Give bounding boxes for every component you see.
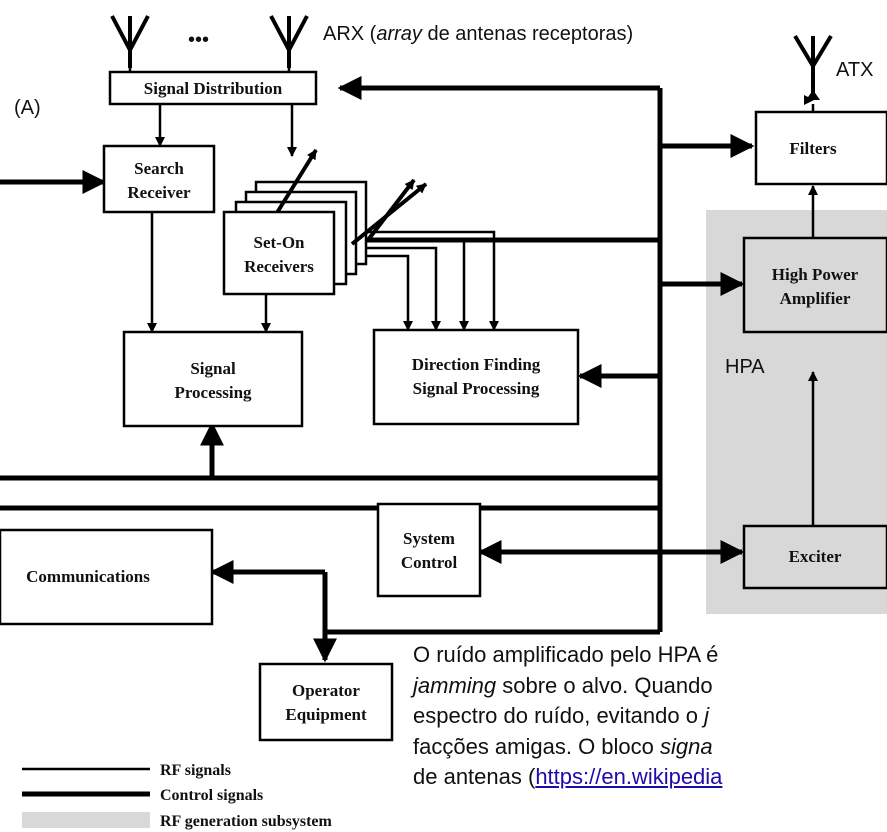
svg-text:Control: Control bbox=[401, 553, 458, 572]
svg-text:Signal Distribution: Signal Distribution bbox=[144, 79, 283, 98]
svg-text:High Power: High Power bbox=[772, 265, 859, 284]
direction-finding-block: Direction Finding Signal Processing bbox=[372, 328, 580, 426]
antenna-icon bbox=[110, 15, 150, 68]
antenna-feed-arrow bbox=[806, 90, 820, 100]
svg-text:System: System bbox=[403, 529, 455, 548]
hpa-block: High Power Amplifier bbox=[742, 236, 887, 334]
set-on-receivers-block: Set-On Receivers bbox=[222, 210, 336, 296]
para-line-3: espectro do ruído, evitando o j bbox=[413, 703, 709, 728]
svg-text:Operator: Operator bbox=[292, 681, 360, 700]
svg-text:Direction Finding: Direction Finding bbox=[412, 355, 541, 374]
svg-text:Equipment: Equipment bbox=[285, 705, 367, 724]
operator-equipment-block: Operator Equipment bbox=[258, 662, 394, 742]
svg-text:Search: Search bbox=[134, 159, 184, 178]
communications-block: Communications bbox=[0, 528, 214, 626]
wikipedia-link[interactable]: https://en.wikipedia bbox=[535, 764, 723, 789]
svg-text:Amplifier: Amplifier bbox=[780, 289, 851, 308]
svg-text:Receivers: Receivers bbox=[244, 257, 314, 276]
antenna-dots: ••• bbox=[188, 29, 209, 51]
para-line-4: facções amigas. O bloco signa bbox=[413, 733, 713, 759]
description-paragraph: O ruído amplificado pelo HPA é jamming s… bbox=[413, 640, 887, 793]
panel-label: (A) bbox=[14, 97, 41, 119]
svg-text:Signal: Signal bbox=[190, 359, 236, 378]
signal-distribution-block: Signal Distribution bbox=[108, 70, 318, 106]
system-control-block: System Control bbox=[376, 502, 482, 598]
control-bus bbox=[0, 76, 755, 663]
para-line-2: jamming sobre o alvo. Quando bbox=[413, 672, 713, 698]
svg-text:Communications: Communications bbox=[26, 567, 150, 586]
atx-label: ATX bbox=[836, 59, 873, 81]
svg-text:Exciter: Exciter bbox=[789, 547, 842, 566]
para-line-1: O ruído amplificado pelo HPA é bbox=[413, 642, 719, 667]
legend-control-label: Control signals bbox=[160, 787, 263, 804]
antenna-icon bbox=[269, 15, 309, 68]
legend-rfgen-swatch bbox=[22, 812, 150, 828]
antenna-icon bbox=[793, 34, 833, 100]
svg-text:Set-On: Set-On bbox=[254, 233, 306, 252]
search-receiver-block: Search Receiver bbox=[102, 144, 216, 214]
legend: RF signals Control signals RF generation… bbox=[22, 762, 333, 830]
svg-text:Receiver: Receiver bbox=[127, 183, 191, 202]
svg-text:Filters: Filters bbox=[789, 139, 837, 158]
filters-block: Filters bbox=[754, 110, 887, 186]
hpa-label: HPA bbox=[725, 356, 765, 378]
legend-rf-label: RF signals bbox=[160, 762, 231, 779]
svg-text:Processing: Processing bbox=[174, 383, 252, 402]
exciter-block: Exciter bbox=[742, 524, 887, 590]
legend-rfgen-label: RF generation subsystem bbox=[160, 813, 333, 830]
arx-label: ARX (array de antenas receptoras) bbox=[323, 23, 633, 45]
svg-text:Signal Processing: Signal Processing bbox=[413, 379, 540, 398]
signal-processing-block: Signal Processing bbox=[122, 330, 304, 428]
para-line-5: de antenas (https://en.wikipedia bbox=[413, 764, 723, 789]
